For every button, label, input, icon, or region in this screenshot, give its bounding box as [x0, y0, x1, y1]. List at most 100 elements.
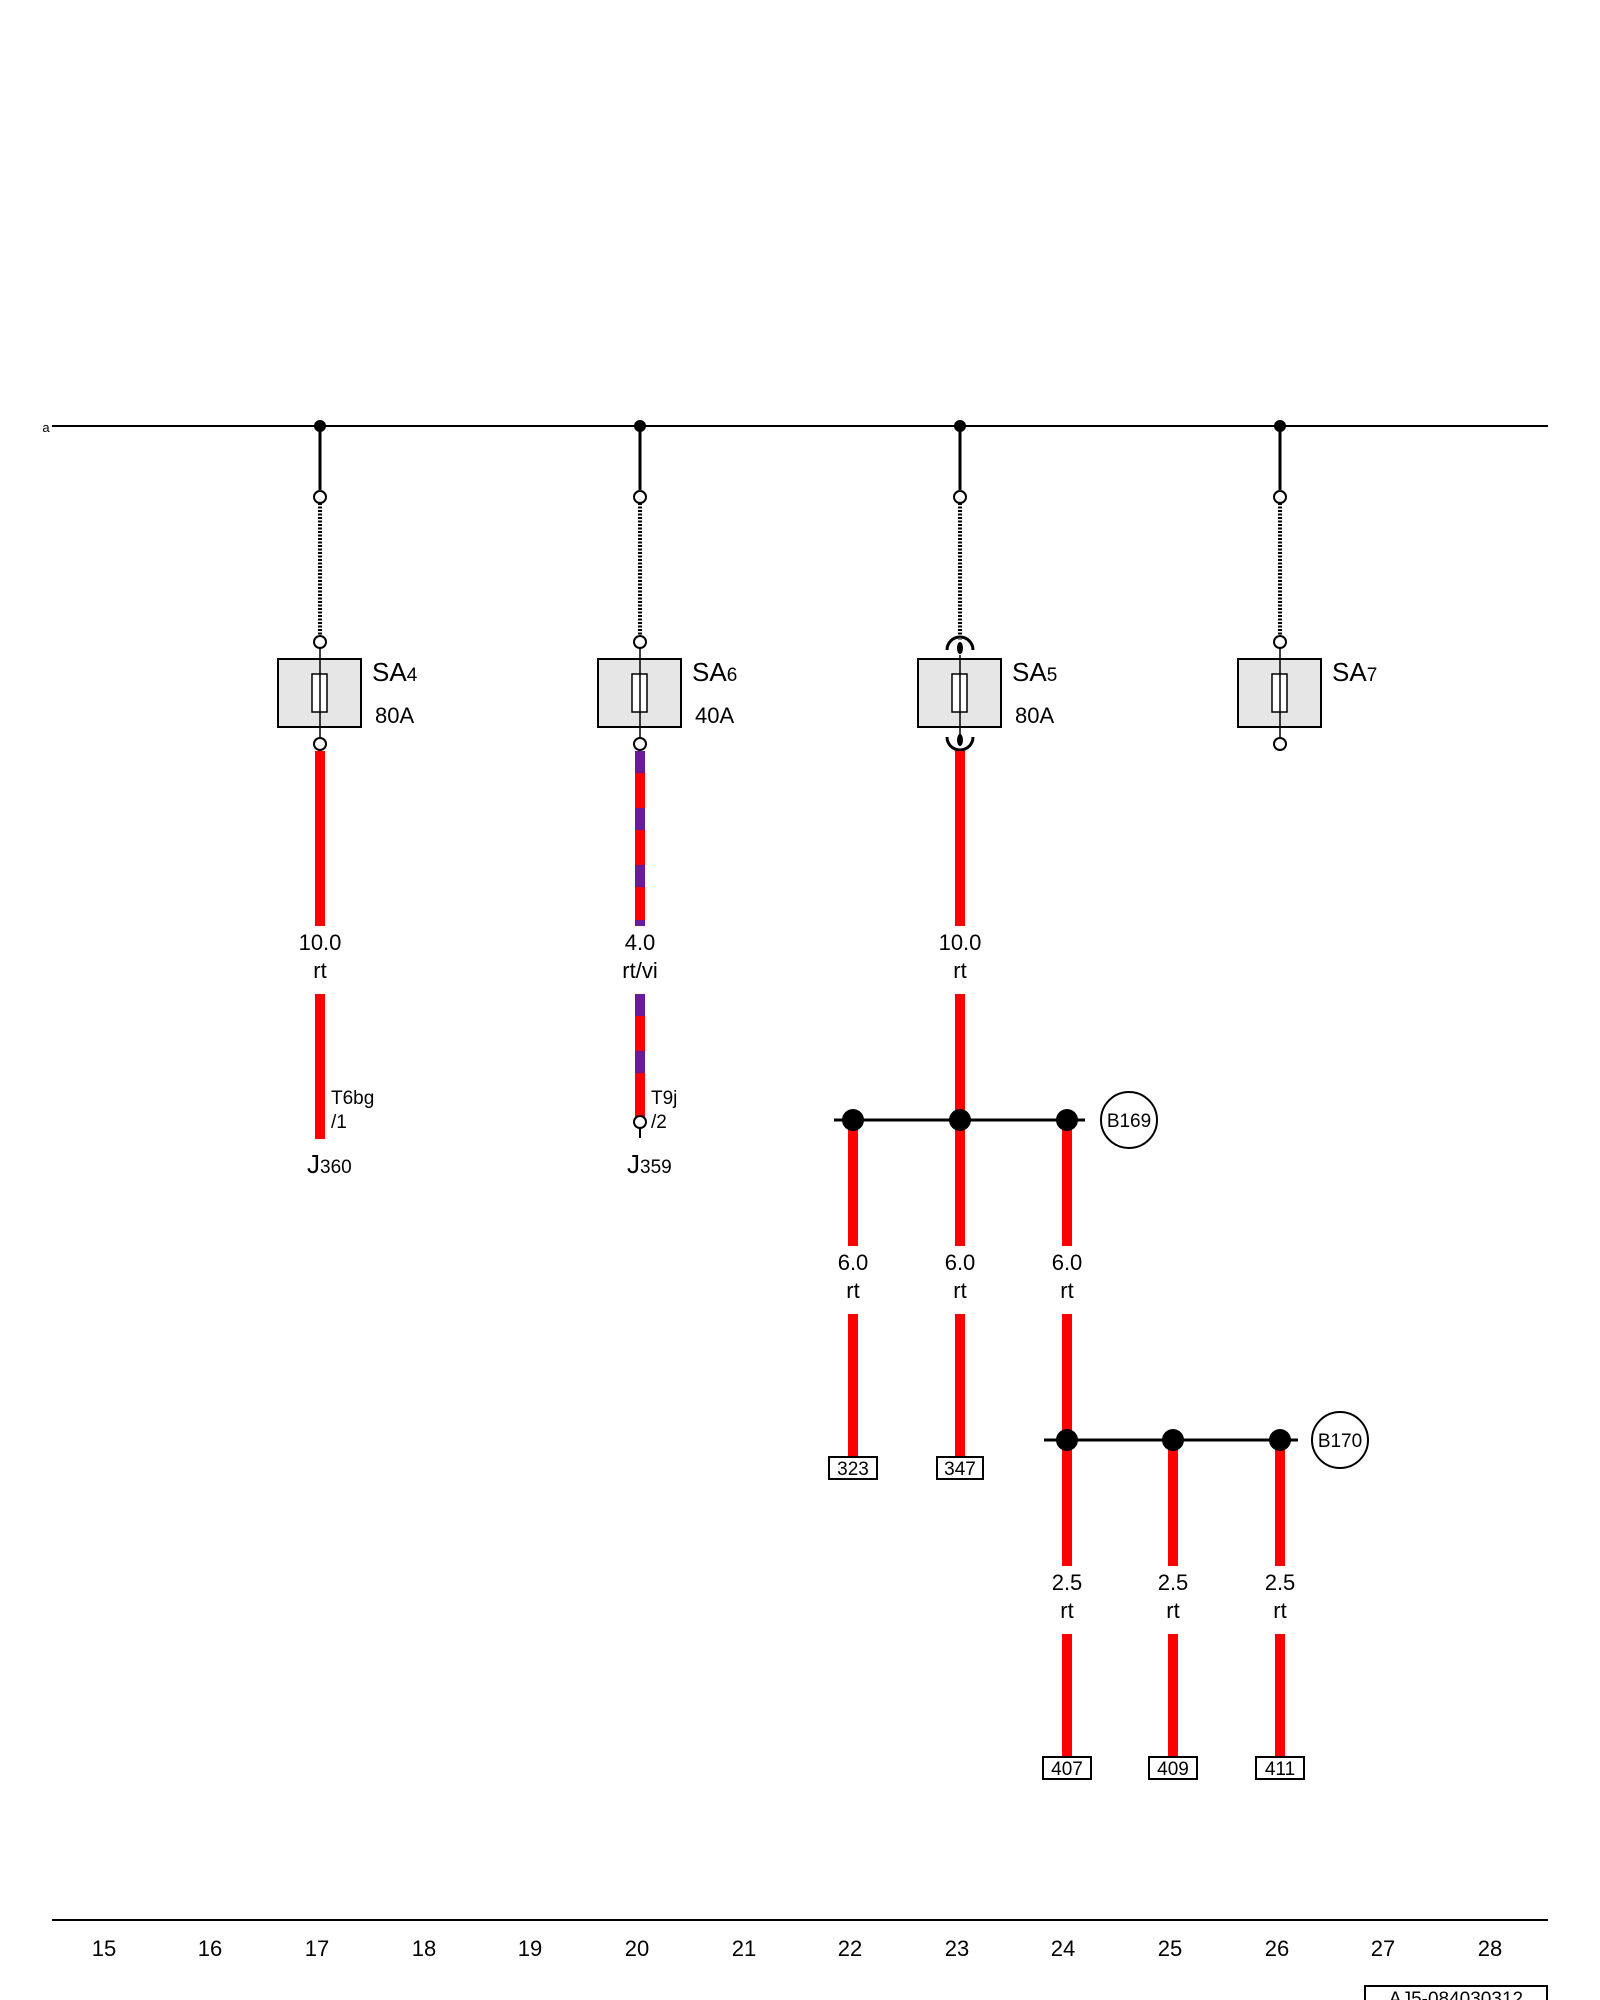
ref-label: 407 — [1051, 1759, 1083, 1780]
wire-rt — [955, 1120, 965, 1246]
splice-dot — [1056, 1109, 1078, 1131]
wire-color: rt — [1060, 1278, 1073, 1303]
column-number: 22 — [838, 1936, 862, 1961]
terminal-circle — [1273, 635, 1287, 649]
wire-rt — [315, 994, 325, 1139]
connector-label: T6bg — [331, 1088, 374, 1109]
component-label: J359 — [627, 1149, 672, 1179]
fuse-label: SA7 — [1332, 657, 1377, 687]
wire-rt — [1062, 1440, 1072, 1566]
column-number: 19 — [518, 1936, 542, 1961]
splice-b169: B169 6.0 rt 323 6.0 rt 347 6.0 rt — [828, 1091, 1158, 1480]
wire-color: rt — [1166, 1598, 1179, 1623]
bolt-terminal-top — [945, 635, 975, 651]
fuse-rating: 40A — [695, 703, 734, 728]
wire-color: rt — [1273, 1598, 1286, 1623]
terminal-circle — [633, 490, 647, 504]
bus-label: a — [42, 420, 50, 435]
wire-color: rt — [953, 958, 966, 983]
ref-box — [828, 1456, 878, 1480]
terminal-circle — [633, 1115, 647, 1129]
column-number: 15 — [92, 1936, 116, 1961]
connector-label: T9j — [651, 1088, 677, 1109]
bolt-terminal-bottom — [945, 736, 975, 752]
wire-rt — [1275, 1634, 1285, 1757]
column-number: 17 — [305, 1936, 329, 1961]
splice-dot — [842, 1109, 864, 1131]
splice-dot — [949, 1109, 971, 1131]
wire-size: 10.0 — [939, 930, 982, 955]
fuse-rating: 80A — [1015, 703, 1054, 728]
wire-rt — [848, 1120, 858, 1246]
wire-rt — [955, 994, 965, 1120]
doc-id: AJ5-084030312 — [1389, 1989, 1523, 2000]
branch-sa6: SA6 40A 4.0 rt/vi T9j /2 J359 — [597, 420, 737, 1179]
column-number: 21 — [732, 1936, 756, 1961]
ref-box — [1255, 1756, 1305, 1780]
wire-vi-stripe — [635, 865, 645, 887]
terminal-circle — [633, 635, 647, 649]
ref-box — [1042, 1756, 1092, 1780]
wire-size: 2.5 — [1052, 1570, 1083, 1595]
component-label: J360 — [307, 1149, 352, 1179]
ref-label: 323 — [837, 1459, 869, 1480]
wire-rt — [315, 751, 325, 926]
ref-box — [1148, 1756, 1198, 1780]
splice-dot — [1056, 1429, 1078, 1451]
column-number: 20 — [625, 1936, 649, 1961]
column-numbers: 15 16 17 18 19 20 21 22 23 24 25 26 27 2… — [92, 1936, 1502, 1961]
terminal-circle — [633, 737, 647, 751]
wire-rt — [1168, 1440, 1178, 1566]
splice-dot — [1162, 1429, 1184, 1451]
ref-label: 409 — [1157, 1759, 1189, 1780]
wire-size: 2.5 — [1158, 1570, 1189, 1595]
wire-rt — [635, 751, 645, 926]
terminal-circle — [313, 737, 327, 751]
splice-label: B169 — [1107, 1111, 1151, 1132]
branch-sa4: SA4 80A 10.0 rt T6bg /1 J360 — [277, 420, 418, 1179]
splice-b170: B170 2.5 rt 407 2.5 rt 409 2.5 rt 411 — [1042, 1411, 1369, 1780]
ref-box — [936, 1456, 984, 1480]
wire-size: 2.5 — [1265, 1570, 1296, 1595]
wire-vi-stripe — [635, 808, 645, 830]
wire-rt — [1168, 1634, 1178, 1757]
terminal-circle — [313, 490, 327, 504]
wire-color: rt — [313, 958, 326, 983]
column-number: 18 — [412, 1936, 436, 1961]
fuse-label: SA5 — [1012, 657, 1057, 687]
column-number: 16 — [198, 1936, 222, 1961]
splice-dot — [1269, 1429, 1291, 1451]
wire-size: 10.0 — [299, 930, 342, 955]
terminal-circle — [1273, 490, 1287, 504]
column-number: 23 — [945, 1936, 969, 1961]
branch-sa5: SA5 80A 10.0 rt — [917, 420, 1057, 1120]
wire-color: rt/vi — [622, 958, 657, 983]
doc-id-box — [1364, 1985, 1548, 2000]
splice-circle — [1100, 1091, 1158, 1149]
wire-rt — [1275, 1440, 1285, 1566]
wire-color: rt — [846, 1278, 859, 1303]
connector-pin: /1 — [331, 1112, 347, 1133]
fuse-rating: 80A — [375, 703, 414, 728]
wire-vi-stripe — [635, 1051, 645, 1073]
column-number: 27 — [1371, 1936, 1395, 1961]
wire-rt — [1062, 1634, 1072, 1757]
wire-vi-stripe — [635, 920, 645, 926]
wire-size: 6.0 — [945, 1250, 976, 1275]
ref-label: 347 — [944, 1459, 976, 1480]
wire-size: 4.0 — [625, 930, 656, 955]
fuse-label: SA4 — [372, 657, 418, 687]
column-number: 24 — [1051, 1936, 1075, 1961]
splice-label: B170 — [1318, 1431, 1362, 1452]
wire-color: rt — [1060, 1598, 1073, 1623]
terminal-circle — [313, 635, 327, 649]
terminal-circle — [1273, 737, 1287, 751]
ref-label: 411 — [1265, 1759, 1295, 1780]
wire-rt — [955, 1314, 965, 1457]
connector-pin: /2 — [651, 1112, 667, 1133]
wire-size: 6.0 — [838, 1250, 869, 1275]
wire-color: rt — [953, 1278, 966, 1303]
wire-rt — [1062, 1120, 1072, 1246]
wire-vi-stripe — [635, 994, 645, 1016]
